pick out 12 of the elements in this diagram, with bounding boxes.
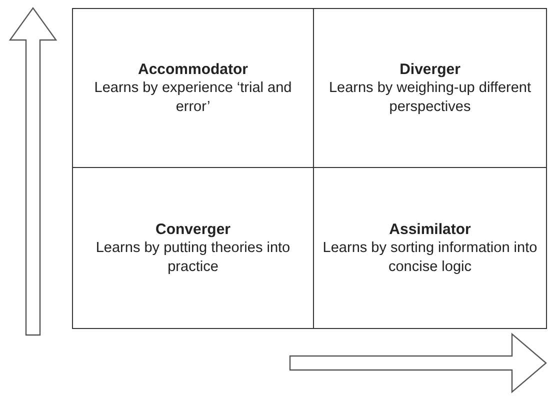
quadrant-cell [313,167,547,329]
quadrant-cell [313,8,547,168]
quadrant-description: Learns by experience ‘trial and error’ [93,78,293,116]
quadrant-heading: Accommodator [138,60,248,78]
quadrant-heading: Assimilator [389,220,471,238]
quadrant-heading: Converger [155,220,231,238]
quadrant-heading: Diverger [400,60,460,78]
quadrant-description: Learns by putting theories into practice [94,238,292,276]
quadrant-cell [72,167,314,329]
quadrant-description: Learns by sorting information into concise logic [322,238,538,276]
quadrant-cell [72,8,314,168]
quadrant-description: Learns by weighing-up different perspectives [328,78,532,116]
